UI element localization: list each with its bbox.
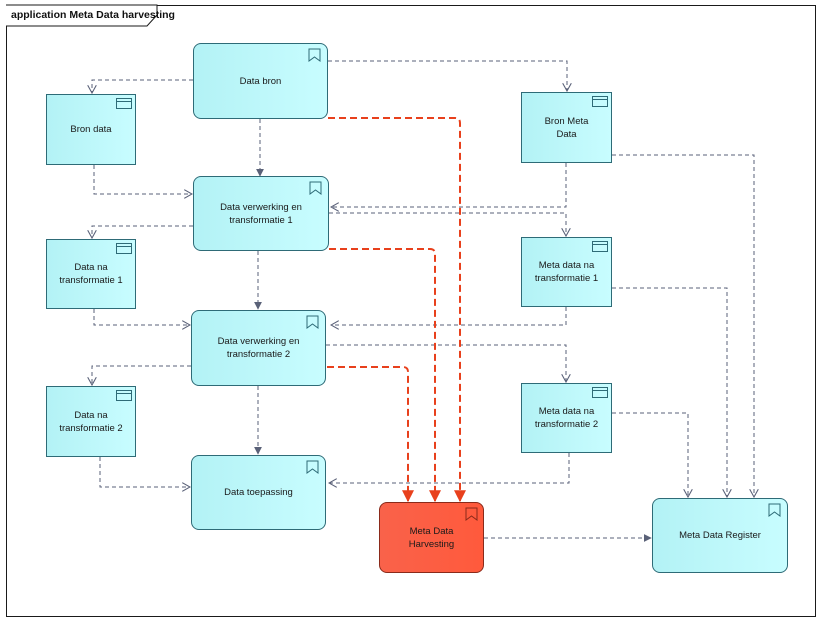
node-bron-meta-data[interactable]: Bron Meta Data	[521, 92, 612, 163]
connector-meta-na-1-to-register	[612, 287, 727, 497]
data-object-icon	[116, 98, 132, 109]
bookmark-icon	[309, 181, 322, 195]
bookmark-icon	[306, 460, 319, 474]
node-label: Bron Meta Data	[544, 115, 589, 140]
connector-meta-na-2-to-toepassing	[329, 453, 570, 483]
connector-bron-to-bron-meta	[328, 60, 567, 91]
data-object-icon	[592, 96, 608, 107]
connector-bron-data-to-verwerking-1	[93, 165, 192, 194]
node-label: Meta data na transformatie 1	[534, 260, 599, 284]
node-data-na-2[interactable]: Data na transformatie 2	[46, 386, 136, 457]
connector-verwerking-2-to-meta-na-2	[326, 344, 566, 382]
node-label: Meta Data Register	[679, 530, 761, 541]
node-meta-data-register[interactable]: Meta Data Register	[652, 498, 788, 573]
node-label: Data toepassing	[224, 487, 293, 498]
connector-verwerking-1-to-data-na-1	[92, 225, 193, 238]
node-bron-data[interactable]: Bron data	[46, 94, 136, 165]
diagram-title: application Meta Data harvesting	[11, 9, 175, 21]
node-verwerking-2[interactable]: Data verwerking en transformatie 2	[191, 310, 326, 386]
node-meta-na-1[interactable]: Meta data na transformatie 1	[521, 237, 612, 307]
node-data-bron[interactable]: Data bron	[193, 43, 328, 119]
data-object-icon	[592, 241, 608, 252]
node-label: Data na transformatie 2	[59, 409, 123, 434]
connector-meta-na-2-to-register	[612, 412, 688, 497]
title-tab-shape	[6, 4, 158, 27]
connector-meta-na-1-to-verwerking-2	[331, 307, 567, 325]
connector-verwerking-2-to-data-na-2	[92, 365, 191, 385]
harvest-line-verwerking-2	[327, 366, 414, 503]
node-label: Data verwerking en transformatie 1	[220, 201, 302, 226]
bookmark-icon	[308, 48, 321, 62]
bookmark-icon	[306, 315, 319, 329]
bookmark-icon	[465, 507, 478, 521]
node-label: Meta data na transformatie 2	[534, 406, 599, 430]
harvest-line-bron	[328, 117, 466, 503]
node-label: Bron data	[70, 124, 112, 135]
data-object-icon	[116, 390, 132, 401]
harvest-line-verwerking-1	[329, 248, 441, 503]
diagram-frame	[6, 5, 816, 617]
node-label: Data bron	[239, 75, 282, 87]
connector-bron-meta-to-verwerking-1	[331, 163, 567, 207]
data-object-icon	[592, 387, 608, 398]
node-label: Meta Data Harvesting	[408, 525, 455, 550]
connector-data-na-2-to-toepassing	[99, 457, 190, 487]
node-label: Data verwerking en transformatie 2	[217, 336, 300, 360]
node-meta-na-2[interactable]: Meta data na transformatie 2	[521, 383, 612, 453]
connector-data-na-1-to-verwerking-2	[93, 309, 190, 325]
node-verwerking-1[interactable]: Data verwerking en transformatie 1	[193, 176, 329, 251]
node-meta-data-harvesting[interactable]: Meta Data Harvesting	[379, 502, 484, 573]
data-object-icon	[116, 243, 132, 254]
connector-verwerking-1-to-meta-na-1	[329, 212, 566, 236]
connector-bron-to-bron-data	[92, 79, 193, 93]
node-data-toepassing[interactable]: Data toepassing	[191, 455, 326, 530]
node-label: Data na transformatie 1	[59, 262, 123, 286]
bookmark-icon	[768, 503, 781, 517]
node-data-na-1[interactable]: Data na transformatie 1	[46, 239, 136, 309]
connector-bron-meta-to-register	[612, 154, 754, 497]
